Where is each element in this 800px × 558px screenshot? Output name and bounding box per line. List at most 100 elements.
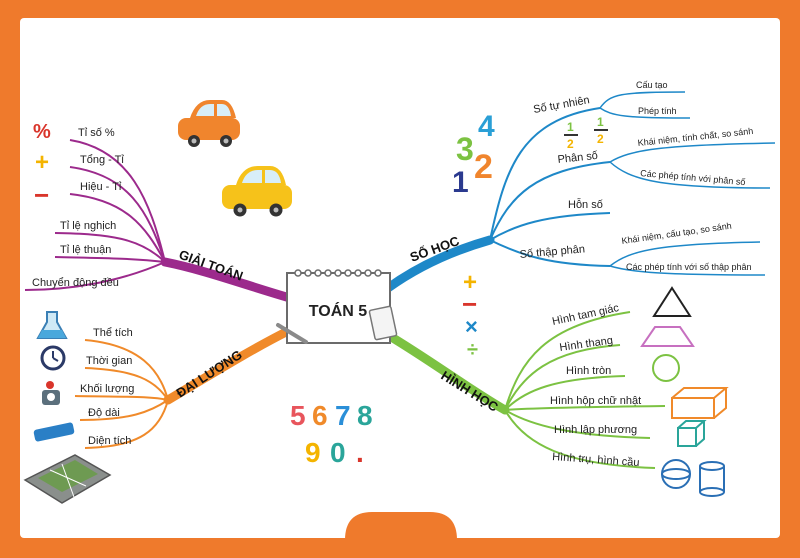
connector-hop-chu-nhat [504, 405, 666, 411]
operator-icons: + − × ÷ [462, 269, 478, 361]
trapezoid-icon [640, 326, 695, 347]
connector-tong-ti [69, 166, 166, 263]
fraction-icon-2: 1 2 [594, 115, 608, 146]
connector-chuyen-dong [24, 261, 166, 291]
item-stp-phep-tinh: Các phép tính với số thập phân [626, 262, 752, 272]
svg-text:3: 3 [456, 131, 474, 167]
cylinder-icon [699, 461, 725, 497]
item-ti-so-phan-tram: Tỉ số % [78, 127, 115, 139]
circle-icon [652, 354, 680, 382]
percent-icon: % [33, 121, 51, 143]
fraction-icon-1: 1 2 [564, 120, 578, 151]
branch-so-hoc [383, 91, 776, 293]
connector-ti-le-thuan [54, 256, 166, 263]
pencil-icon [276, 323, 308, 344]
svg-text:8: 8 [357, 400, 373, 431]
item-dien-tich: Diện tích [88, 435, 131, 447]
connector-tron [504, 375, 626, 411]
plus-icon: + [35, 149, 49, 176]
flask-icon [36, 311, 68, 339]
op-divide-icon: ÷ [467, 339, 478, 361]
item-hinh-tron: Hình tròn [566, 365, 611, 377]
svg-text:.: . [356, 437, 364, 468]
item-ti-le-nghich: Tỉ lệ nghịch [60, 220, 116, 232]
item-ti-le-thuan: Tỉ lệ thuận [60, 244, 111, 256]
field-area-icon [23, 454, 112, 504]
connector-pso-phep-tinh [609, 161, 771, 189]
branch-giai-toan [24, 139, 295, 303]
svg-text:1: 1 [452, 166, 469, 199]
connector-hon-so [489, 212, 611, 241]
item-khoi-luong: Khối lượng [80, 383, 134, 395]
connector-dien-tich [84, 399, 169, 449]
connector-tru-cau [504, 409, 656, 469]
item-hon-so: Hỗn số [568, 198, 603, 211]
cube-icon [677, 420, 707, 447]
item-hinh-hop-chu-nhat: Hình hộp chữ nhật [550, 395, 641, 407]
svg-text:1: 1 [567, 120, 574, 134]
connector-thang [504, 344, 621, 411]
branch-giai-toan-trunk [160, 257, 295, 303]
ruler-icon [33, 422, 75, 442]
minus-icon: − [34, 180, 49, 210]
sphere-icon [661, 459, 691, 489]
svg-text:5: 5 [290, 400, 306, 431]
orange-car-icon [178, 100, 240, 147]
item-hinh-lap-phuong: Hình lập phương [554, 424, 637, 436]
item-tong-ti: Tổng - Tỉ [80, 154, 124, 166]
scale-icon [42, 381, 60, 405]
item-thoi-gian: Thời gian [86, 355, 132, 367]
op-times-icon: × [465, 314, 478, 339]
clipboard-icon [368, 305, 398, 341]
digits-art-icon: 5 6 7 8 9 0 . [290, 400, 373, 468]
branch-so-hoc-trunk [383, 235, 495, 293]
connector-pso-khai-niem [609, 142, 776, 163]
item-phep-tinh: Phép tính [638, 106, 677, 116]
branch-hinh-hoc-trunk [383, 330, 510, 415]
op-minus-icon: − [462, 289, 477, 319]
connector-stp-khai-niem [609, 241, 761, 267]
connector-cau-tao [599, 91, 686, 109]
svg-text:2: 2 [567, 137, 574, 151]
connector-lap-phuong [504, 409, 651, 439]
connector-thoi-gian [84, 367, 169, 401]
connector-so-tu-nhien [489, 107, 601, 241]
clock-icon [40, 345, 66, 371]
triangle-icon [652, 286, 692, 317]
item-cau-tao: Cấu tạo [636, 80, 668, 90]
branch-dai-luong-trunk [163, 325, 295, 405]
number-art-icon: 4 3 1 2 [452, 110, 495, 199]
connector-hieu-ti [69, 193, 166, 263]
svg-text:2: 2 [597, 132, 604, 146]
center-title: TOÁN 5 [309, 301, 367, 320]
item-so-thap-phan: Số thập phân [519, 243, 585, 261]
cuboid-icon [671, 387, 729, 419]
svg-text:6: 6 [312, 400, 328, 431]
connector-stp-phep-tinh [609, 265, 766, 276]
svg-text:0: 0 [330, 437, 346, 468]
connector-the-tich [84, 339, 169, 401]
connector-khoi-luong [74, 395, 169, 401]
yellow-car-icon [222, 166, 292, 217]
connector-phep-tinh [599, 107, 691, 119]
branch-hinh-hoc [383, 311, 666, 469]
svg-text:7: 7 [335, 400, 351, 431]
item-chuyen-dong-deu: Chuyển động đều [32, 277, 119, 289]
shape-icons [640, 286, 729, 497]
connector-do-dai [79, 399, 169, 421]
svg-text:1: 1 [597, 115, 604, 129]
svg-text:4: 4 [478, 110, 495, 143]
connector-phan-so [489, 161, 611, 241]
item-phan-so: Phân số [557, 150, 598, 166]
bottom-tab [345, 512, 457, 540]
branch-dai-luong [74, 325, 295, 449]
connector-ti-so [69, 139, 166, 263]
item-do-dai: Độ dài [88, 407, 120, 419]
svg-text:2: 2 [474, 148, 493, 186]
op-plus-icon: + [463, 269, 477, 296]
item-hieu-ti: Hiệu - Tỉ [80, 181, 122, 193]
connector-tam-giac [504, 311, 631, 411]
center-notebook [276, 269, 398, 344]
